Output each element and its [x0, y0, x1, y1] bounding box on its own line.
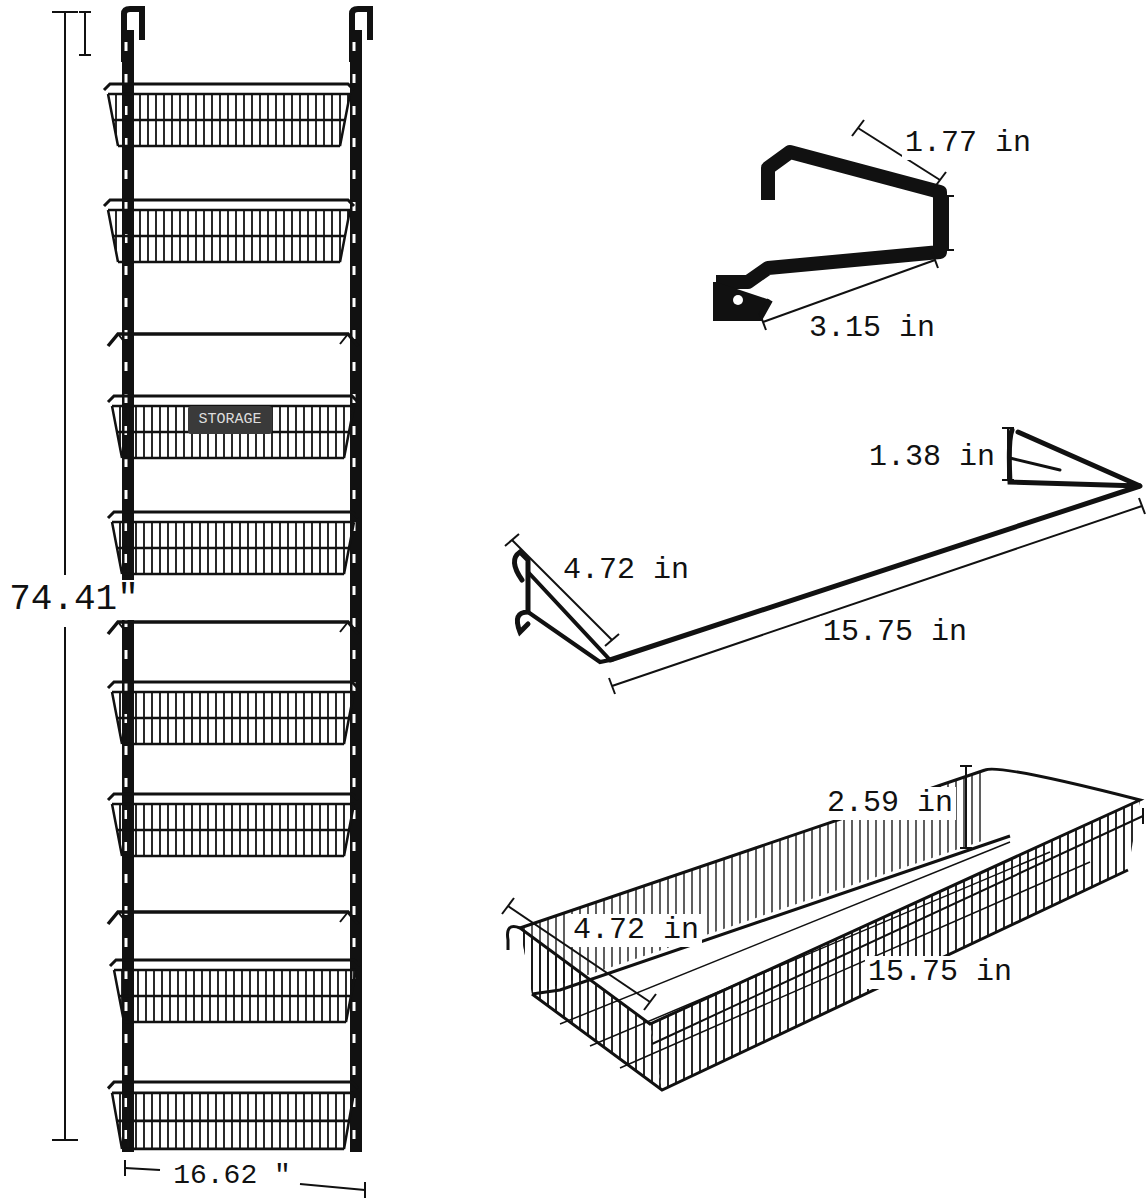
wire-basket	[620, 862, 1090, 1068]
rack-shelves	[104, 84, 360, 1149]
wire-basket	[560, 842, 1010, 1024]
storage-tag: STORAGE	[195, 412, 264, 429]
dimension-line	[612, 506, 1142, 686]
rack-shelves	[108, 682, 358, 744]
dimension-line	[502, 766, 1143, 1044]
dimension-line	[644, 994, 656, 1010]
rack-shelves	[108, 334, 358, 346]
rack-shelves	[104, 200, 354, 262]
dimension-line	[1002, 427, 1014, 429]
dimension-line	[609, 678, 615, 694]
dimension-label: 4.72 in	[560, 554, 692, 587]
dimension-label: 1.77 in	[902, 127, 1034, 160]
dimension-line	[1139, 498, 1145, 514]
door-hook	[716, 152, 940, 318]
dimension-line	[605, 634, 619, 646]
dimension-line	[64, 627, 66, 1140]
dimension-line	[965, 766, 967, 848]
dimension-line	[760, 314, 766, 330]
wire-basket	[520, 769, 1140, 1024]
dimension-line	[1002, 479, 1014, 481]
dimension-line	[125, 1168, 160, 1170]
dimension-line	[852, 120, 864, 136]
wire-basket	[650, 800, 1140, 1090]
dimension-line	[942, 195, 954, 197]
dimension-line	[960, 765, 972, 767]
dimension-line	[1007, 428, 1009, 480]
rack-shelves	[108, 1082, 358, 1149]
dimension-line	[942, 249, 954, 251]
wire-basket	[508, 769, 1141, 1090]
dimension-line	[364, 1182, 366, 1198]
dimension-line	[64, 12, 66, 575]
dimension-line	[79, 54, 91, 56]
rod-shelf	[514, 430, 1140, 662]
rack-shelves	[104, 84, 354, 146]
dimension-label: 74.41″	[6, 580, 142, 620]
wire-basket	[560, 842, 1090, 1068]
dimension-line	[502, 898, 514, 914]
dimension-line	[505, 534, 519, 546]
dimension-label: 3.15 in	[806, 312, 938, 345]
rack-shelves	[188, 406, 272, 434]
rack-shelves	[108, 912, 358, 924]
rod-shelf	[1009, 430, 1140, 486]
rack-shelves	[108, 396, 358, 458]
dimension-line	[79, 11, 91, 13]
dimension-line	[960, 847, 972, 849]
dimension-line	[947, 196, 949, 250]
dimension-line	[505, 428, 1145, 694]
dimension-line	[300, 1184, 365, 1190]
dimension-line	[652, 816, 1143, 1044]
door-hook	[716, 282, 770, 318]
wire-basket	[520, 928, 662, 1090]
rack-shelves	[110, 960, 360, 1022]
rack-shelves	[108, 794, 358, 856]
dimension-label: 2.59 in	[824, 787, 956, 820]
dimension-line	[932, 252, 938, 268]
rack-shelves	[108, 512, 358, 574]
dimension-line	[1142, 808, 1144, 824]
wire-basket	[590, 852, 1050, 1046]
dimension-line	[934, 172, 946, 188]
dimension-label: 15.75 in	[820, 616, 970, 649]
rod-shelf	[1010, 458, 1060, 470]
dimension-label: 4.72 in	[570, 914, 702, 947]
wire-basket	[508, 769, 1141, 1090]
rod-shelf	[514, 552, 528, 632]
dimension-line	[52, 1139, 78, 1141]
dimension-line	[52, 11, 78, 13]
door-hook	[733, 295, 743, 305]
wire-basket	[532, 870, 1128, 1090]
wire-basket	[508, 927, 521, 951]
dimension-label: 16.62 ″	[170, 1161, 294, 1192]
dimension-label: 15.75 in	[865, 956, 1015, 989]
dimension-label: 1.38 in	[866, 441, 998, 474]
door-hook	[716, 152, 940, 282]
rack-shelves	[108, 622, 358, 634]
dimension-line	[84, 12, 86, 55]
